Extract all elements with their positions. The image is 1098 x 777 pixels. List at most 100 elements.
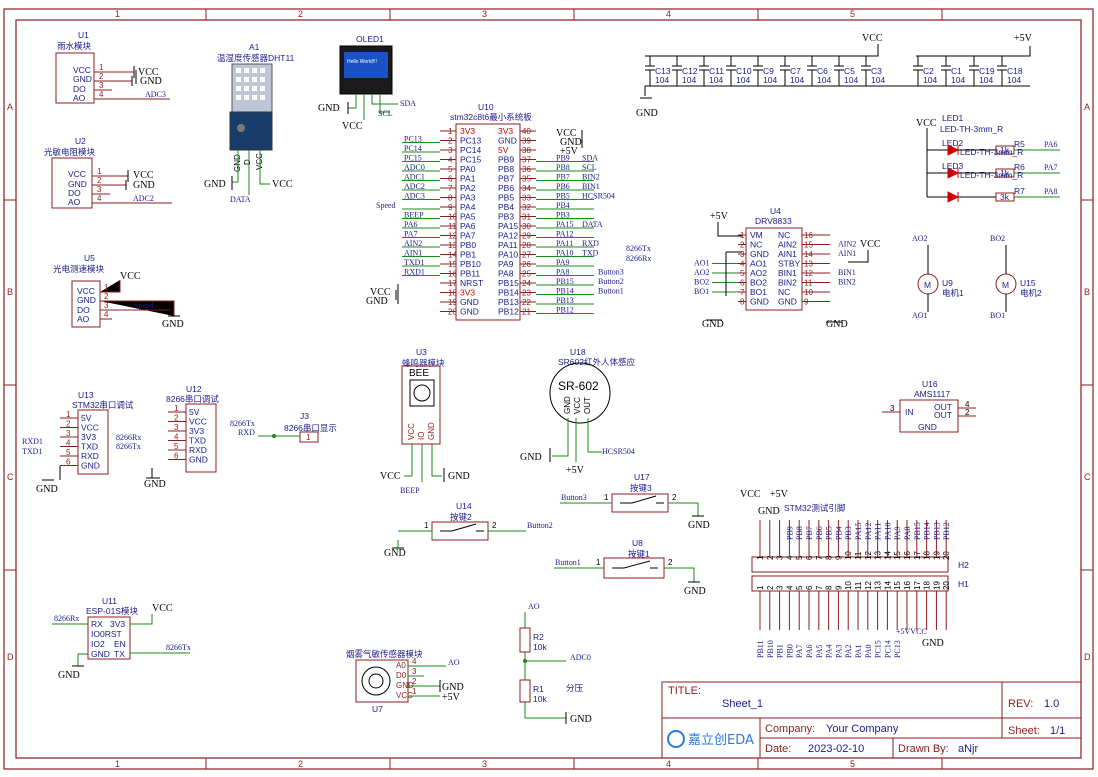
u18-sr602-pir[interactable]: U18 SR602红外人体感应 SR-602 GND VCC OUT GND +…	[520, 347, 635, 476]
svg-text:U13: U13	[78, 390, 94, 400]
stm32-test-header[interactable]: STM32测试引脚 VCC +5V GND 112233445566778899…	[740, 489, 969, 658]
voltage-divider[interactable]: AO R2 10k R1 10k ADC0 分压 GND	[519, 602, 592, 725]
svg-text:AMS1117: AMS1117	[914, 389, 950, 399]
u2-light-module[interactable]: U2 光敏电阻模块 VCC GND DO AO 1 2 3 4 VCC GND …	[44, 136, 172, 209]
svg-text:15: 15	[804, 241, 813, 250]
svg-text:6: 6	[174, 452, 179, 461]
svg-text:12: 12	[804, 269, 813, 278]
u3-buzzer[interactable]: U3 蜂鸣器模块 BEE VCC IO GND VCC GND BEEP	[380, 347, 470, 495]
u1-rain-module[interactable]: U1 雨水模块 VCC GND DO AO 1 2 3 4 VCC GND AD…	[55, 30, 170, 104]
u10-left-net: Speed	[376, 201, 396, 210]
u10-pin-label: PB4	[498, 202, 514, 212]
u10-pin-num: 2	[448, 137, 453, 146]
svg-text:A1: A1	[249, 42, 260, 52]
sheet-title: Sheet_1	[722, 698, 763, 710]
svg-text:16: 16	[903, 581, 912, 590]
header-top-net: PB8	[795, 526, 804, 540]
svg-text:2023-02-10: 2023-02-10	[808, 743, 864, 755]
resistor-value: 3k	[1000, 192, 1010, 202]
u10-left-net: BEEP	[404, 211, 424, 220]
svg-text:RX: RX	[91, 619, 103, 629]
cap-ref: C10	[736, 66, 752, 76]
u10-pin-num: 38	[522, 146, 531, 155]
u10-ext-net: BIN1	[582, 182, 600, 191]
svg-text:DO: DO	[68, 188, 81, 198]
svg-text:4: 4	[66, 439, 71, 448]
svg-text:U4: U4	[770, 206, 781, 216]
svg-text:2: 2	[740, 241, 745, 250]
u1-name: 雨水模块	[57, 41, 92, 51]
svg-text:13: 13	[804, 260, 813, 269]
svg-text:GND: GND	[826, 319, 848, 330]
svg-text:+5V: +5V	[710, 211, 729, 222]
u17-button3[interactable]: U17 按键3 1 2 GND Button3	[560, 472, 710, 531]
svg-text:2: 2	[66, 420, 71, 429]
svg-text:AO2: AO2	[694, 268, 710, 277]
svg-text:3: 3	[99, 81, 104, 90]
svg-text:TXD1: TXD1	[22, 447, 42, 456]
j3-8266-display[interactable]: J3 8266串口显示 1 8266Tx RXD	[230, 411, 337, 443]
u10-right-net: PA15	[556, 220, 574, 229]
svg-text:AIN2: AIN2	[778, 240, 797, 250]
svg-text:EN: EN	[114, 639, 126, 649]
svg-text:+5V: +5V	[770, 489, 789, 500]
u5-speed-module[interactable]: U5 光电测速模块 VCC GND DO AO 1 2 3 4 VCC GND …	[53, 253, 184, 330]
zone-col: 2	[298, 759, 303, 769]
u10-left-net: PC14	[404, 144, 422, 153]
svg-text:6: 6	[805, 555, 814, 560]
svg-text:10k: 10k	[533, 694, 547, 704]
u10-pin-label: PB8	[498, 164, 514, 174]
svg-text:NC: NC	[778, 230, 790, 240]
svg-text:Button3: Button3	[561, 493, 587, 502]
u10-left-net: PA7	[404, 230, 418, 239]
header-top-net: PB9	[785, 526, 794, 540]
svg-text:IO0RST: IO0RST	[91, 629, 122, 639]
svg-text:AO1: AO1	[750, 259, 767, 269]
svg-text:VCC: VCC	[370, 287, 391, 298]
u1-gnd: GND	[140, 76, 162, 87]
u14-button2[interactable]: U14 按键2 1 2 GND Button2	[384, 501, 553, 559]
svg-text:Your Company: Your Company	[826, 723, 899, 735]
decoupling-capacitors: VCC +5V C13104C12104C11104C10104C9104C71…	[636, 33, 1033, 119]
u16-ams1117[interactable]: U16 AMS1117 IN OUT OUT GND 3 4 2	[882, 379, 976, 433]
a1-dht11-sensor[interactable]: A1 温湿度传感器DHT11 GND D VCC GND VCC DATA	[204, 42, 295, 204]
svg-text:8266Tx: 8266Tx	[116, 442, 141, 451]
u8-button1[interactable]: U8 按键1 1 2 GND Button1	[554, 538, 706, 597]
svg-text:M: M	[924, 280, 931, 290]
svg-text:U12: U12	[186, 384, 202, 394]
u11-esp01s[interactable]: U11 ESP-01S模块 RX IO0RST IO2 GND 3V3 EN T…	[52, 596, 191, 681]
svg-text:2: 2	[412, 677, 417, 686]
svg-text:U18: U18	[570, 347, 586, 357]
header-bot-net: PA3	[834, 645, 843, 659]
u10-pin-num: 29	[522, 232, 531, 241]
u10-pin-label: PB15	[498, 278, 519, 288]
svg-text:BIN2: BIN2	[778, 278, 797, 288]
svg-text:GND: GND	[162, 319, 184, 330]
u10-right-net: PA9	[556, 258, 570, 267]
u10-pin-num: 37	[522, 156, 531, 165]
oled-display[interactable]: OLED1 Hello World!!! GND VCC SDA SCL	[318, 34, 416, 132]
svg-text:BO1: BO1	[694, 287, 709, 296]
svg-text:5: 5	[795, 585, 804, 590]
resistor-value: 1k	[1000, 145, 1010, 155]
svg-text:U3: U3	[416, 347, 427, 357]
svg-text:4: 4	[740, 260, 745, 269]
svg-text:OUT: OUT	[934, 402, 952, 412]
svg-text:M: M	[1002, 280, 1009, 290]
svg-text:GND: GND	[58, 670, 80, 681]
svg-text:REV:: REV:	[1008, 698, 1033, 710]
svg-text:BEEP: BEEP	[400, 486, 420, 495]
u10-left-net: ADC1	[404, 173, 425, 182]
svg-text:17: 17	[913, 581, 922, 590]
svg-text:2: 2	[104, 292, 109, 301]
header-bot-net: PC13	[893, 640, 902, 658]
header-top-net: PB6	[815, 526, 824, 540]
u7-smoke-sensor[interactable]: 烟雾气敏传感器模块 A0 D0 GND VCC 4 3 2 1 U7 AO GN…	[346, 649, 464, 714]
svg-text:Sheet:: Sheet:	[1008, 725, 1040, 737]
